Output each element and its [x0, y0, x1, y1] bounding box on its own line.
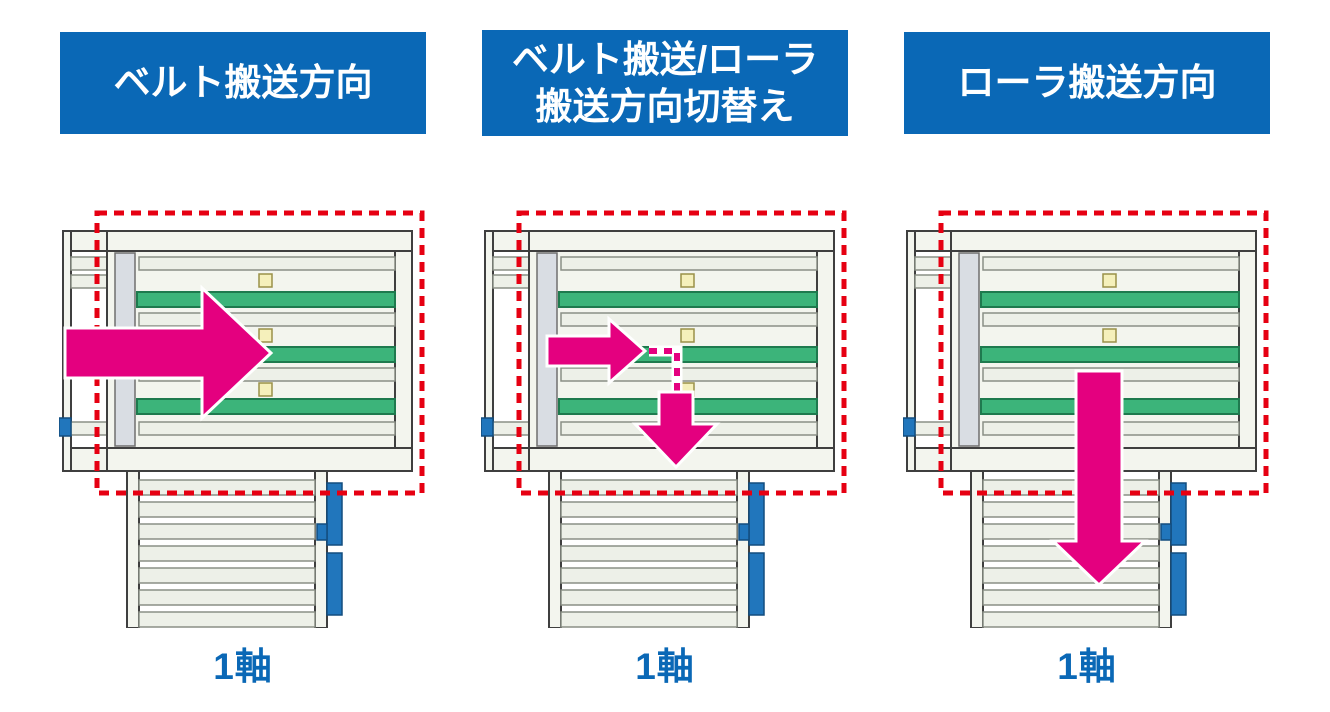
switch-right-arrow — [545, 315, 648, 387]
conveyor-figure-roller — [903, 208, 1271, 628]
roller-direction-down-arrow — [1049, 369, 1149, 588]
panel-title-line: ベルト搬送/ローラ — [511, 38, 819, 80]
conveyor-figure-switch — [481, 208, 849, 628]
switch-down-arrow — [631, 390, 721, 470]
switch-dotted-path-casing — [649, 345, 683, 394]
panel-title-line: 搬送方向切替え — [535, 86, 795, 127]
conveyor-svg — [903, 208, 1271, 628]
conveyor-figure-belt — [59, 208, 427, 628]
panel-belt: ベルト搬送方向 1軸 — [60, 18, 426, 712]
panel-switch: ベルト搬送/ローラ 搬送方向切替え 1軸 — [482, 18, 848, 712]
axis-label-belt: 1軸 — [213, 646, 273, 687]
header-slot: ローラ搬送方向 — [904, 18, 1270, 148]
axis-label-switch: 1軸 — [635, 646, 695, 687]
panel-roller: ローラ搬送方向 1軸 — [904, 18, 1270, 712]
header-slot: ベルト搬送/ローラ 搬送方向切替え — [482, 18, 848, 148]
panel-title-line: ローラ搬送方向 — [957, 62, 1217, 104]
panel-title-line: ベルト搬送方向 — [113, 62, 373, 104]
belt-direction-right-arrow — [63, 284, 274, 422]
conveyor-svg — [481, 208, 849, 628]
axis-label-roller: 1軸 — [1057, 646, 1117, 687]
conveyor-unit — [59, 213, 422, 628]
panel-title-roller: ローラ搬送方向 — [904, 32, 1270, 134]
panel-title-switch: ベルト搬送/ローラ 搬送方向切替え — [482, 29, 848, 137]
panel-title-belt: ベルト搬送方向 — [60, 32, 426, 134]
conveyor-svg — [59, 208, 427, 628]
header-slot: ベルト搬送方向 — [60, 18, 426, 148]
